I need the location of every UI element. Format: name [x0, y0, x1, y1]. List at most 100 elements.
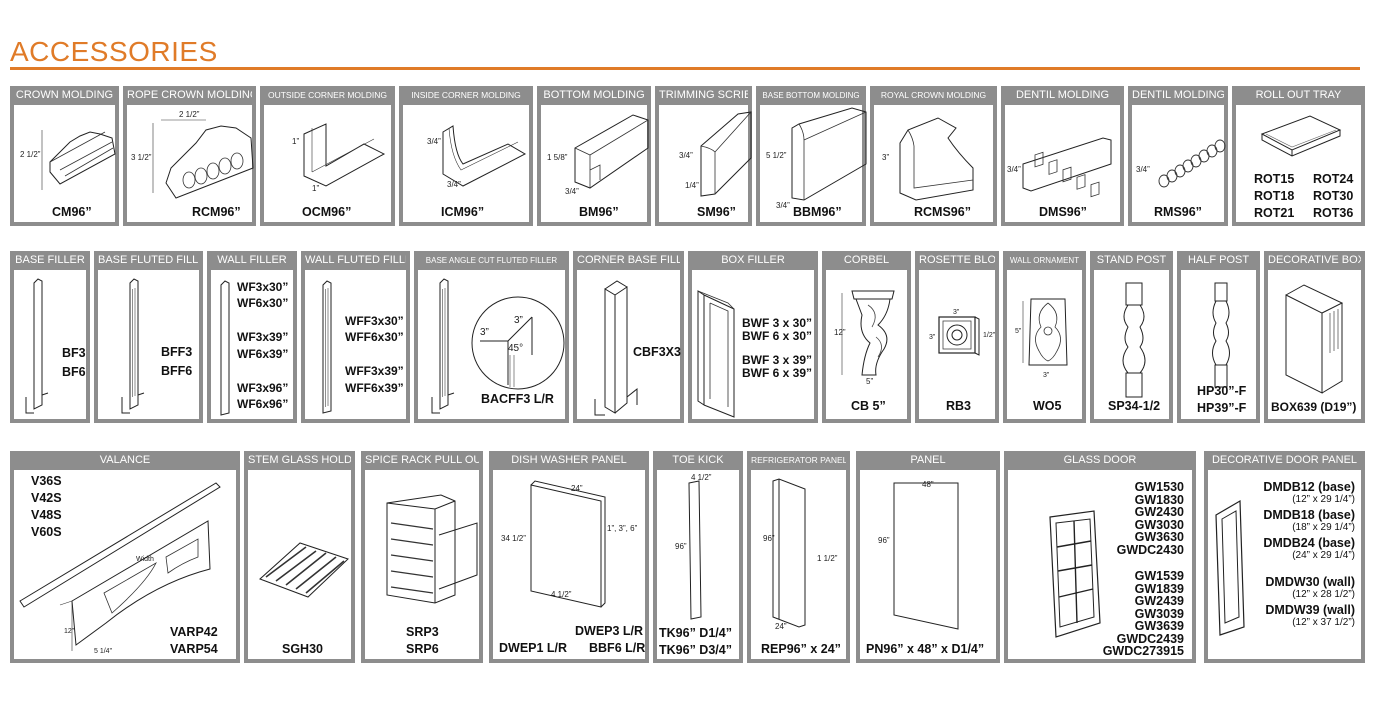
dim-label: 3/4”: [1007, 165, 1021, 174]
bottom-molding-drawing: 1 5/8” 3/4”: [545, 110, 650, 200]
product-code: VARP42: [170, 625, 218, 639]
product-code: GW3630: [1134, 530, 1184, 544]
base-fluted-filler-drawing: [118, 277, 148, 422]
code-list: BF3 BF6: [62, 346, 86, 380]
dim-label: 5”: [866, 377, 873, 386]
product-code: WF6x39”: [237, 346, 289, 361]
tile-title: WALL ORNAMENT: [1007, 251, 1082, 270]
product-code: GWDC2439: [1116, 631, 1184, 646]
corbel-drawing: 12” 5”: [832, 285, 907, 390]
tile-glass-door: GLASS DOOR GW1530 GW1830 GW2430 GW3030 G…: [1004, 451, 1196, 663]
tile-roll-out-tray: ROLL OUT TRAY ROT15 ROT18 ROT21 ROT24 RO…: [1232, 86, 1365, 226]
dim-label: 34 1/2”: [501, 534, 526, 543]
dim-label: 2 1/2”: [179, 110, 200, 119]
tile-wall-ornament: WALL ORNAMENT 5” 3” WO5: [1003, 251, 1086, 423]
tile-title: GLASS DOOR: [1008, 451, 1192, 470]
dim-label: 1 1/2”: [817, 554, 838, 563]
product-code: CB 5”: [851, 399, 886, 413]
product-code: BWF 3 x 30”: [742, 316, 813, 330]
tile-rosette-block: ROSETTE BLOCK 3” 3” 1/2” RB3: [915, 251, 999, 423]
angle-cut-filler-drawing: [428, 277, 458, 422]
dentil-molding-drawing: 3/4”: [1007, 126, 1125, 201]
product-code: HP39”-F: [1197, 400, 1247, 415]
product-code: BF3: [62, 346, 86, 360]
tile-title: DECORATIVE BOX: [1268, 251, 1361, 270]
product-code: VARP54: [170, 641, 218, 656]
dim-label: 96”: [763, 534, 775, 543]
product-code: RB3: [946, 399, 972, 413]
product-code: SRP3: [406, 625, 439, 639]
half-post-drawing: [1207, 281, 1237, 396]
tile-wall-filler: WALL FILLER WF3x30” WF6x30” WF3x39” WF6x…: [207, 251, 297, 423]
product-code: V60S: [31, 524, 62, 539]
door-panel-item: DMDW30 (wall) (12” x 28 1/2”): [1263, 576, 1355, 601]
tile-corner-base-filler: CORNER BASE FILLER CBF3X3: [573, 251, 684, 423]
tile-title: BASE ANGLE CUT FLUTED FILLER: [418, 251, 565, 270]
dim-label: 24”: [571, 484, 583, 493]
code-list: HP30”-F HP39”-F: [1197, 384, 1247, 416]
dim-label: 3”: [1043, 372, 1050, 379]
tile-title: OUTSIDE CORNER MOLDING: [264, 86, 391, 105]
tile-title: CORBEL: [826, 251, 907, 270]
tile-title: DISH WASHER PANEL: [493, 451, 645, 470]
tile-decorative-box: DECORATIVE BOX BOX639 (D19”): [1264, 251, 1365, 423]
code-list: BFF3 BFF6: [161, 345, 192, 379]
code-list: GW1530 GW1830 GW2430 GW3030 GW3630 GWDC2…: [1103, 481, 1184, 658]
product-code: GW1839: [1134, 581, 1184, 596]
dim-label: 3”: [480, 327, 489, 338]
product-code: WF3x30”: [237, 280, 289, 294]
product-code: V48S: [31, 507, 62, 522]
tile-base-filler: BASE FILLER BF3 BF6: [10, 251, 90, 423]
tile-bottom-molding: BOTTOM MOLDING 1 5/8” 3/4” BM96”: [537, 86, 651, 226]
tile-crown-molding: CROWN MOLDING 2 1/2” CM96”: [10, 86, 119, 226]
dim-label: Width: [136, 556, 154, 563]
spice-rack-drawing: [381, 494, 481, 610]
wall-filler-drawing: [215, 279, 235, 424]
product-code: WF6x96”: [237, 396, 289, 411]
product-code: ROT36: [1313, 206, 1354, 220]
dim-label: 1/2”: [983, 332, 996, 339]
dim-label: 1/4”: [685, 181, 699, 190]
tile-title: INSIDE CORNER MOLDING: [403, 86, 529, 105]
tile-title: DENTIL MOLDING: [1132, 86, 1224, 105]
product-code: BACFF3 L/R: [481, 392, 554, 406]
tile-rope-crown-molding: ROPE CROWN MOLDING 2 1/2” 3 1/2” RCM96”: [123, 86, 256, 226]
product-code: V42S: [31, 490, 62, 505]
page-title: ACCESSORIES: [10, 36, 218, 67]
tile-title: ROYAL CROWN MOLDING: [874, 86, 993, 105]
product-code: WF6x30”: [237, 296, 289, 311]
product-code: ROT24: [1313, 172, 1354, 186]
dim-label: 5 1/4”: [94, 648, 113, 655]
code-list: WF3x30” WF6x30” WF3x39” WF6x39” WF3x96” …: [237, 279, 288, 412]
product-code: WFF6x30”: [345, 330, 404, 345]
tile-title: BASE FILLER: [14, 251, 86, 270]
tile-base-bottom-molding: BASE BOTTOM MOLDING 5 1/2” 3/4” BBM96”: [756, 86, 869, 226]
toe-kick-drawing: 4 1/2” 96”: [661, 473, 741, 628]
product-code: GWDC273915: [1102, 644, 1184, 658]
dim-label: 3”: [882, 153, 889, 162]
tile-title: CORNER BASE FILLER: [577, 251, 680, 270]
product-code: V36S: [31, 474, 62, 488]
royal-crown-molding-drawing: 3”: [878, 108, 998, 208]
dim-label: 4 1/2”: [551, 590, 572, 599]
product-code: TK96” D3/4”: [659, 642, 732, 657]
tile-wall-fluted-filler: WALL FLUTED FILLER WFF3x30” WFF6x30” WFF…: [301, 251, 410, 423]
dim-label: 3/4”: [1136, 165, 1150, 174]
angle-detail-drawing: 3” 3” 45°: [470, 295, 566, 396]
product-code: WFF6x39”: [345, 380, 404, 395]
inside-corner-molding-drawing: 3/4” 3/4”: [413, 114, 528, 199]
product-size: (18” x 29 1/4”): [1292, 521, 1355, 533]
base-bottom-molding-drawing: 5 1/2” 3/4”: [764, 106, 869, 210]
trimming-scribe-drawing: 3/4” 1/4”: [663, 108, 753, 203]
tile-stem-glass-holder: STEM GLASS HOLDER SGH30: [244, 451, 355, 663]
rosette-block-drawing: 3” 3” 1/2”: [925, 309, 1000, 374]
product-code: ROT30: [1313, 189, 1354, 203]
tile-title: ROPE CROWN MOLDING: [127, 86, 252, 105]
tile-half-post: HALF POST HP30”-F HP39”-F: [1177, 251, 1260, 423]
product-code: HP30”-F: [1197, 384, 1247, 398]
tile-title: BOTTOM MOLDING: [541, 86, 647, 105]
code-list: BWF 3 x 30” BWF 6 x 30” BWF 3 x 39” BWF …: [742, 317, 812, 379]
tile-title: BASE BOTTOM MOLDING: [760, 86, 862, 105]
tile-outside-corner-molding: OUTSIDE CORNER MOLDING 1” 1” OCM96”: [260, 86, 395, 226]
product-code: CM96”: [52, 205, 92, 219]
